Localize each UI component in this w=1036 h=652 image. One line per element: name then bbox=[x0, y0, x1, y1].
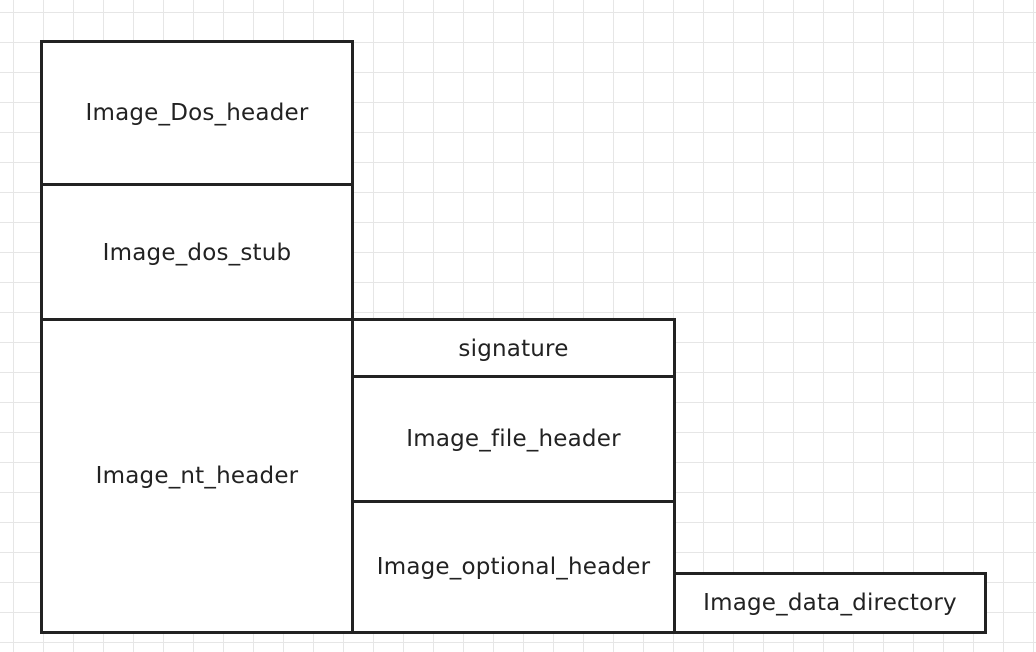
image-optional-header-label: Image_optional_header bbox=[376, 554, 651, 580]
image-data-directory-label: Image_data_directory bbox=[703, 590, 957, 616]
image-file-header-block: Image_file_header bbox=[351, 375, 676, 503]
image-nt-header-block: Image_nt_header bbox=[40, 318, 354, 634]
image-dos-header-label: Image_Dos_header bbox=[85, 100, 309, 126]
image-optional-header-block: Image_optional_header bbox=[351, 500, 676, 634]
signature-label: signature bbox=[458, 335, 569, 362]
signature-block: signature bbox=[351, 318, 676, 379]
image-dos-stub-block: Image_dos_stub bbox=[40, 183, 354, 323]
image-file-header-label: Image_file_header bbox=[406, 426, 621, 452]
image-nt-header-label: Image_nt_header bbox=[95, 463, 299, 489]
image-data-directory-block: Image_data_directory bbox=[673, 572, 987, 634]
image-dos-header-block: Image_Dos_header bbox=[40, 40, 354, 186]
image-dos-stub-label: Image_dos_stub bbox=[102, 240, 292, 266]
